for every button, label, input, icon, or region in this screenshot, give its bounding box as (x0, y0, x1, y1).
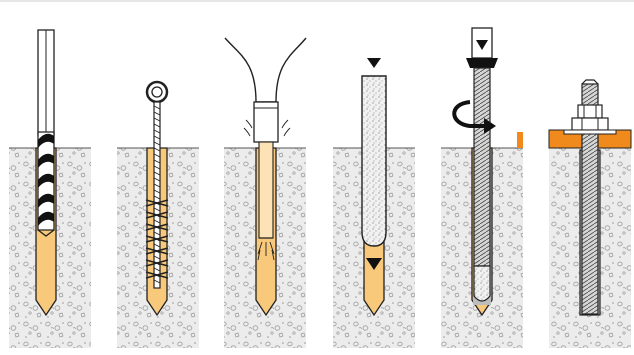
fixture-plate (517, 132, 523, 148)
step-blow (224, 38, 306, 348)
arrow-down-icon (367, 58, 381, 68)
step-drill (9, 30, 91, 348)
resin-capsule-icon (362, 76, 386, 246)
drill-bit-icon (38, 30, 54, 236)
step-rod (441, 28, 523, 348)
step-fix (549, 80, 631, 348)
step-capsule (333, 58, 415, 348)
step-brush (117, 82, 199, 348)
